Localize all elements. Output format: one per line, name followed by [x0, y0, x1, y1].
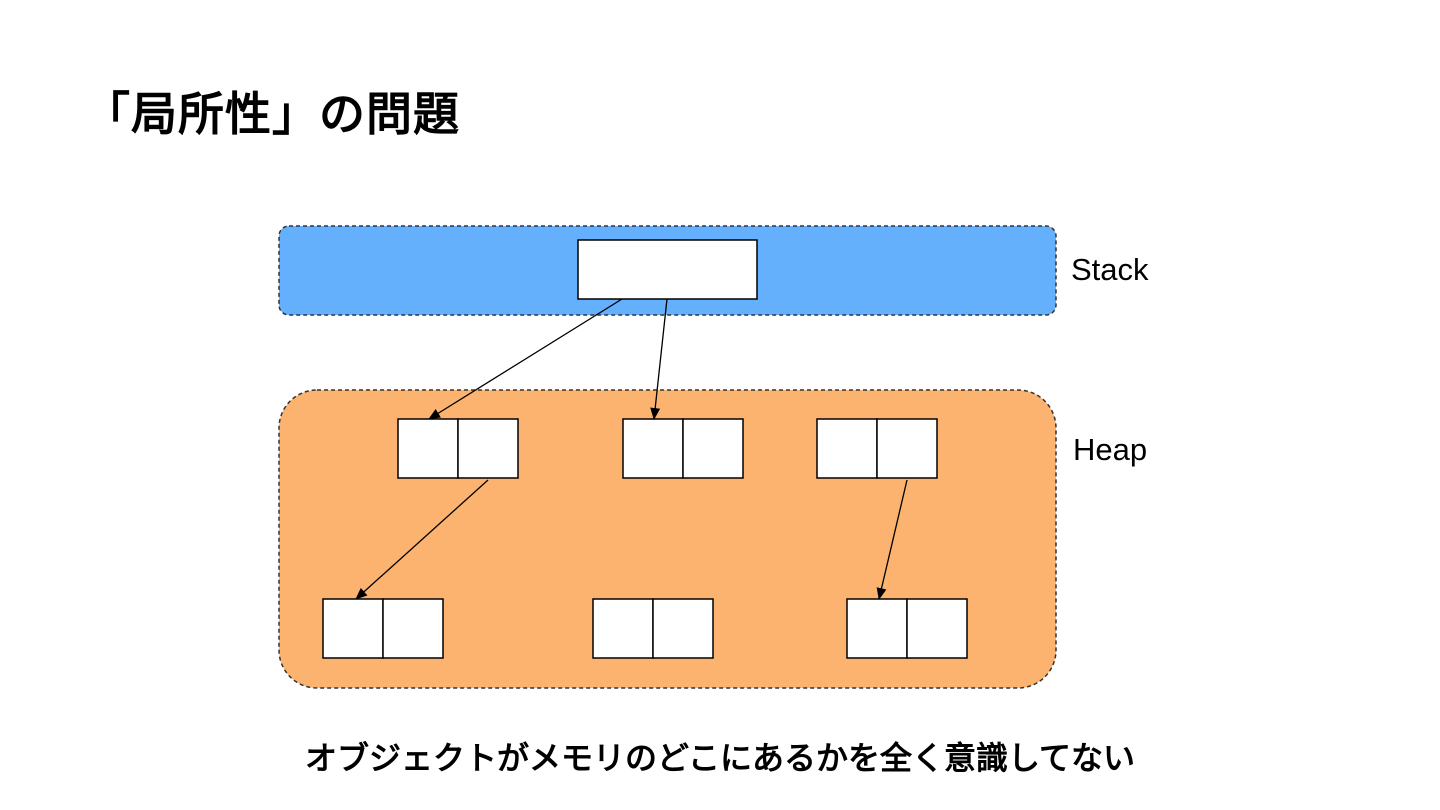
heap-object: [622, 418, 744, 479]
heap-object: [397, 418, 519, 479]
pointer-arrow: [876, 479, 908, 600]
stack-frame-box: [577, 239, 758, 300]
heap-object: [846, 598, 968, 659]
heap-label: Heap: [1073, 432, 1147, 467]
stack-label: Stack: [1071, 252, 1149, 287]
pointer-arrow: [650, 298, 668, 420]
heap-object: [816, 418, 938, 479]
slide-title: 「局所性」の問題: [84, 87, 460, 141]
heap-object: [592, 598, 714, 659]
pointer-arrow: [428, 298, 623, 420]
caption: オブジェクトがメモリのどこにあるかを全く意識してない: [304, 739, 1136, 777]
pointer-arrow: [355, 479, 489, 600]
heap-object: [322, 598, 444, 659]
